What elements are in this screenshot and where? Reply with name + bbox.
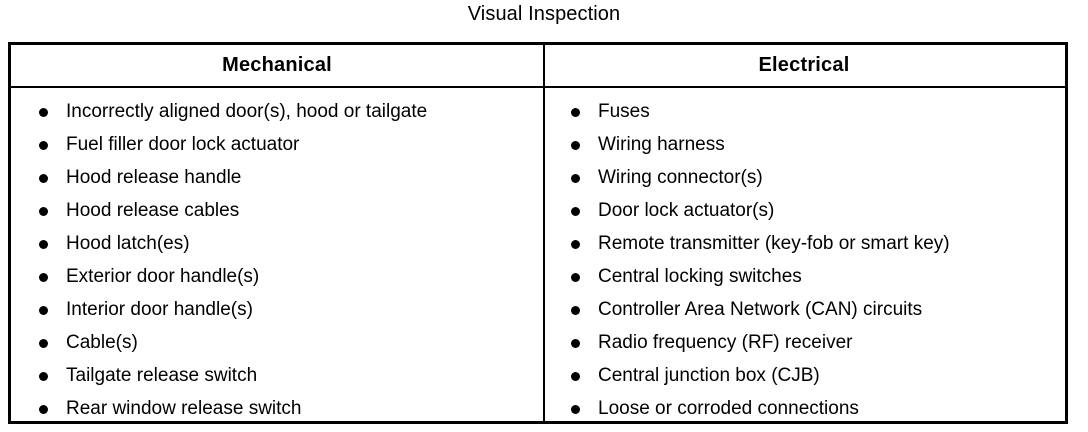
list-item-label: Fuses [598,101,650,122]
table-body-row: Incorrectly aligned door(s), hood or tai… [11,88,1065,419]
table-inner: Mechanical Electrical Incorrectly aligne… [11,45,1065,421]
list-item-label: Central locking switches [598,266,802,287]
list-item-label: Exterior door handle(s) [66,266,260,287]
bullet-disc-icon [571,339,580,348]
bullet-disc-icon [571,372,580,381]
list-item-label: Tailgate release switch [66,365,258,386]
bullet-disc-icon [39,141,48,150]
list-item: Hood release cables [11,194,543,227]
list-item: Hood release handle [11,161,543,194]
list-item-label: Interior door handle(s) [66,299,253,320]
list-item: Exterior door handle(s) [11,260,543,293]
bullet-disc-icon [39,339,48,348]
bullet-disc-icon [39,108,48,117]
list-item: Interior door handle(s) [11,293,543,326]
list-item-label: Hood release handle [66,167,242,188]
column-header-electrical: Electrical [758,54,850,76]
list-item: Tailgate release switch [11,359,543,392]
bullet-disc-icon [39,273,48,282]
list-item: Wiring harness [562,128,1065,161]
list-item-label: Hood latch(es) [66,233,190,254]
list-item-label: Door lock actuator(s) [598,200,775,221]
bullet-disc-icon [39,306,48,315]
list-item-label: Remote transmitter (key-fob or smart key… [598,233,950,254]
list-item-label: Controller Area Network (CAN) circuits [598,299,923,320]
bullet-disc-icon [39,240,48,249]
bullet-disc-icon [39,372,48,381]
column-header-mechanical: Mechanical [222,54,332,76]
bullet-disc-icon [571,174,580,183]
list-item: Central junction box (CJB) [562,359,1065,392]
bullet-disc-icon [39,207,48,216]
column-divider [543,45,545,421]
list-item-label: Incorrectly aligned door(s), hood or tai… [66,101,428,122]
list-item-label: Wiring harness [598,134,725,155]
bullet-disc-icon [571,141,580,150]
bullet-disc-icon [571,240,580,249]
bullet-disc-icon [571,273,580,282]
list-item: Fuel filler door lock actuator [11,128,543,161]
list-item: Controller Area Network (CAN) circuits [562,293,1065,326]
list-item-label: Radio frequency (RF) receiver [598,332,853,353]
list-item: Loose or corroded connections [562,392,1065,425]
list-item-label: Cable(s) [66,332,138,353]
bullet-disc-icon [39,174,48,183]
list-item: Incorrectly aligned door(s), hood or tai… [11,95,543,128]
mechanical-item-list: Incorrectly aligned door(s), hood or tai… [11,95,543,425]
list-item: Hood latch(es) [11,227,543,260]
visual-inspection-table: Mechanical Electrical Incorrectly aligne… [8,42,1068,424]
list-item: Door lock actuator(s) [562,194,1065,227]
list-item: Radio frequency (RF) receiver [562,326,1065,359]
list-item: Wiring connector(s) [562,161,1065,194]
list-item: Remote transmitter (key-fob or smart key… [562,227,1065,260]
bullet-disc-icon [571,306,580,315]
list-item: Cable(s) [11,326,543,359]
bullet-disc-icon [571,207,580,216]
bullet-disc-icon [571,405,580,414]
list-item-label: Central junction box (CJB) [598,365,820,386]
electrical-item-list: Fuses Wiring harness Wiring connector(s) [562,95,1065,425]
list-item: Central locking switches [562,260,1065,293]
list-item-label: Loose or corroded connections [598,398,859,419]
page-title: Visual Inspection [467,3,621,25]
list-item: Fuses [562,95,1065,128]
column-body-mechanical: Incorrectly aligned door(s), hood or tai… [11,88,543,419]
list-item-label: Rear window release switch [66,398,302,419]
table-header-row: Mechanical Electrical [11,45,1065,88]
list-item-label: Fuel filler door lock actuator [66,134,300,155]
list-item-label: Wiring connector(s) [598,167,763,188]
bullet-disc-icon [39,405,48,414]
column-body-electrical: Fuses Wiring harness Wiring connector(s) [543,88,1065,419]
list-item-label: Hood release cables [66,200,240,221]
bullet-disc-icon [571,108,580,117]
list-item: Rear window release switch [11,392,543,425]
